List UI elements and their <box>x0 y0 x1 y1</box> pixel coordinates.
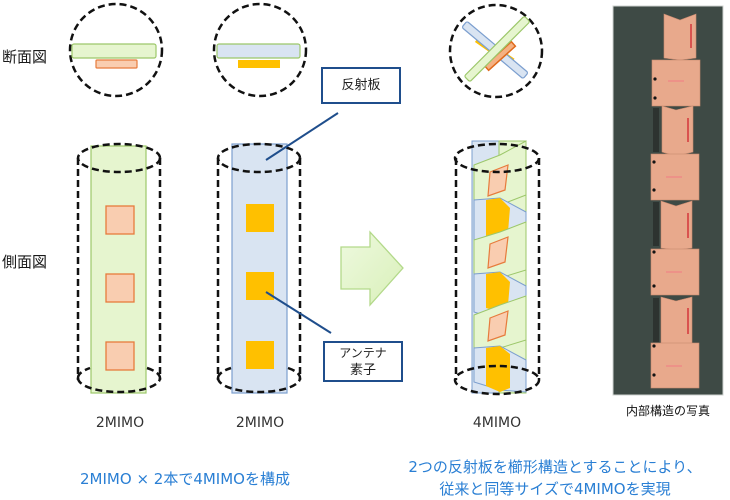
side-view-left <box>76 142 162 394</box>
cross-section-left <box>68 2 164 98</box>
reflector-callout: 反射板 <box>321 67 401 104</box>
diagram-label-left: 2MIMO <box>95 415 145 431</box>
antenna-element-callout-line2: 素子 <box>349 362 376 378</box>
antenna-element <box>105 273 135 303</box>
antenna-element <box>246 204 274 232</box>
reflector-bar <box>71 43 157 59</box>
antenna-element-bar <box>238 60 280 68</box>
antenna-element <box>246 272 274 300</box>
cross-section-middle <box>212 2 308 98</box>
antenna-element-callout-line1: アンテナ <box>339 345 387 360</box>
caption-right-line1: 2つの反射板を櫛形構造とすることにより、 <box>408 458 702 476</box>
internal-structure-photo <box>612 5 724 396</box>
arrow-icon <box>340 230 404 307</box>
element-callout-line <box>265 291 332 334</box>
antenna-element <box>105 341 135 371</box>
caption-right: 2つの反射板を櫛形構造とすることにより、 従来と同等サイズで4MIMOを実現 <box>380 456 730 500</box>
cross-section-label: 断面図 <box>2 48 48 66</box>
reflector-bar <box>216 43 301 59</box>
antenna-element-callout: アンテナ 素子 <box>323 341 403 382</box>
photo-caption: 内部構造の写真 <box>625 404 710 418</box>
caption-right-line2: 従来と同等サイズで4MIMOを実現 <box>439 480 671 498</box>
cross-section-right <box>448 3 544 99</box>
side-view-right <box>453 140 541 396</box>
diagram-label-middle: 2MIMO <box>235 415 285 431</box>
diagram-label-right: 4MIMO <box>472 415 522 431</box>
side-view-middle <box>216 142 302 394</box>
antenna-element <box>105 205 135 235</box>
reflector-callout-line <box>265 112 339 161</box>
caption-left: 2MIMO × 2本で4MIMOを構成 <box>80 470 290 488</box>
antenna-element <box>246 341 274 369</box>
reflector-callout-text: 反射板 <box>341 77 381 93</box>
antenna-element-bar <box>95 59 138 69</box>
side-view-label: 側面図 <box>2 253 48 271</box>
